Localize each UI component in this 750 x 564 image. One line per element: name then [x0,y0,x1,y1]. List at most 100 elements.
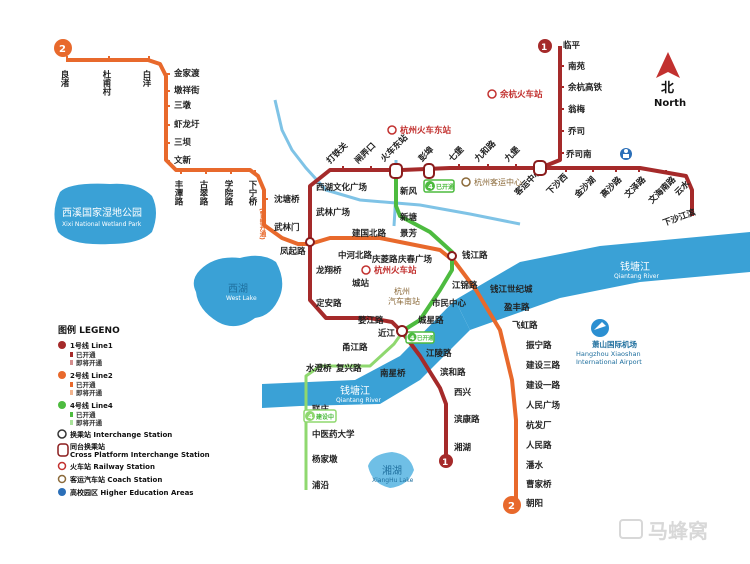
legend-line4: 4号线 Line4 [70,401,113,410]
legend-title: 图例 LEGENO [58,324,120,336]
qiantang-river-s [262,300,470,408]
legend-coach: 客运汽车站 Coach Station [69,475,162,484]
line4-route-planned [304,329,406,490]
station-wenxin: 文新 [174,155,192,166]
line2-badge-north [54,39,72,57]
station-shiminzhongxin: 市民中心 [432,298,467,309]
station-yuhanggaotie: 余杭高铁 [567,82,603,93]
poi-coach-center: 杭州客运中心 [461,177,522,187]
station-feihonglu: 飞虹路 [512,320,538,331]
line1-badge-north [538,39,552,53]
water-qiantang-s-en: Qiantang River [336,397,381,404]
station-xueyuanlu: 学院路 [223,179,233,206]
compass-cn: 北 [661,81,674,96]
station-fengtanlu: 丰潭路 [173,179,183,206]
station-yongjianglu: 甬江路 [342,342,368,353]
station-wenzelu: 文泽路 [622,174,648,200]
poi-city-rail-label: 杭州火车站 [374,265,417,276]
line1-east-branch [540,166,694,216]
station-qiaosinan: 乔司南 [565,149,592,160]
station-jiansheyilu: 建设一路 [525,380,561,391]
station-fengqilu: 凤起路 [280,246,306,257]
station-jinjiang: 近江 [378,328,396,339]
station-datieguan: 打铁关 [324,140,350,166]
line4-tag2-label: 已开通 [417,334,434,342]
station-chengzhan: 城站 [352,278,370,289]
station-shentangqiao: 沈塘桥 [274,194,300,205]
water-xianghu-label: 湘湖 [382,464,402,477]
station-liangzhu: 良渚 [59,69,69,88]
line1-inner-labels: 建国北路 庆菱路 庆春广场 南星桥 甬江路 [342,228,433,379]
station-xiashaxi: 下沙西 [545,172,570,197]
station-dufucun: 杜甫村 [101,69,111,96]
station-panshui: 潘水 [526,460,544,471]
station-chaoyang: 朝阳 [526,498,543,509]
station-jianshesanlu: 建设三路 [525,360,561,371]
station-xixing: 西兴 [454,387,472,398]
legend-line1: 1号线 Line1 [70,341,113,350]
station-zhonghebeilu: 中河北路 [338,250,373,261]
legend-line4-opened: 已开通 [76,410,96,419]
station-jingfang: 景芳 [400,228,418,239]
water-xixi-label: 西溪国家湿地公园 [62,206,142,219]
station-qingchunguangchang: 庆春广场 [397,254,433,265]
legend-line2-planned: 即将开通 [76,388,103,397]
poi-yuhang-rail: 余杭火车站 [487,89,543,100]
station-xihuwenhuaguangchang: 西湖文化广场 [316,182,368,193]
station-qibao: 七堡 [446,144,466,164]
legend-cross-b: Cross Platform Interchange Station [70,451,210,459]
water-westlake-label: 西湖 [228,283,248,295]
station-jinjiadu: 金家渡 [173,68,200,79]
legend-interchange: 换乘站 Interchange Station [70,430,172,439]
poi-airport: 萧山国际机场 Hangzhou Xiaoshan International A… [576,319,642,366]
station-nanyuan: 南苑 [568,61,586,72]
station-note-deferred: (暂缓开通) [258,208,267,240]
water-xianghu-en: XiangHu Lake [372,477,414,484]
water-xixi-en: Xixi National Wetland Park [62,221,142,228]
station-huochedongzhan: 火车东站 [378,132,410,164]
poi-edu [620,148,632,160]
station-xintang: 新塘 [400,212,418,223]
legend-edu: 高校园区 Higher Education Areas [70,488,193,497]
poi-south-coach-label2: 汽车南站 [388,296,420,306]
water-qiantang-ne-en: Qiantang River [614,273,659,280]
line4-tag-open-label: 已开通 [436,183,454,191]
line1-badge-south-label: 1 [442,458,448,468]
station-nanxingqiao: 南星桥 [380,368,406,379]
poi-coach-center-label: 杭州客运中心 [474,177,522,187]
station-longxiangqiao: 龙翔桥 [315,265,342,276]
railway-track [273,99,521,226]
station-xianingqiao: 下宁桥 [247,180,257,206]
station-dinganlu: 定安路 [315,298,342,309]
station-zhanongkou: 闸弄口 [352,140,378,166]
compass-en: North [654,98,686,109]
station-jiuhelu: 九和路 [472,138,499,165]
xianghu-lake [368,452,414,488]
line2-labels-south: 钱江世纪城 盈丰路 飞虹路 振宁路 建设三路 建设一路 人民广场 杭发厂 人民路… [490,284,561,509]
qiantang-river-ne [455,232,750,330]
station-linping: 临平 [563,40,581,51]
station-binhelu: 滨和路 [440,367,466,378]
station-hangfachang: 杭发厂 [526,420,552,431]
station-sanba: 三坝 [174,137,192,148]
station-jiangjinlu: 江锦路 [452,280,478,291]
station-gucuilu: 古翠路 [198,179,208,206]
watermark-text: 马蜂窝 [648,519,708,543]
station-puyan: 浦沿 [312,480,330,491]
station-yangjiadun: 杨家墩 [312,454,338,465]
station-wulinmen: 武林门 [274,222,300,233]
station-dunxiangjie: 墩祥街 [174,85,200,96]
line4-tag-planned: 4 建设中 [303,409,337,423]
xixi-wetland [54,183,156,245]
station-xianghu: 湘湖 [454,442,472,453]
station-pengbu: 彭埠 [416,144,436,164]
line4-tag3-label: 建设中 [316,413,334,421]
line2-badge-label: 2 [59,44,66,55]
station-qianjianglu: 钱江路 [462,250,488,261]
poi-south-coach: 杭州 汽车南站 [388,286,420,306]
line1-badge-label: 1 [541,43,547,53]
station-fuxinglu: 复兴路 [335,363,362,374]
station-renminlu: 人民路 [526,440,552,451]
poi-city-rail: 杭州火车站 [361,265,417,276]
